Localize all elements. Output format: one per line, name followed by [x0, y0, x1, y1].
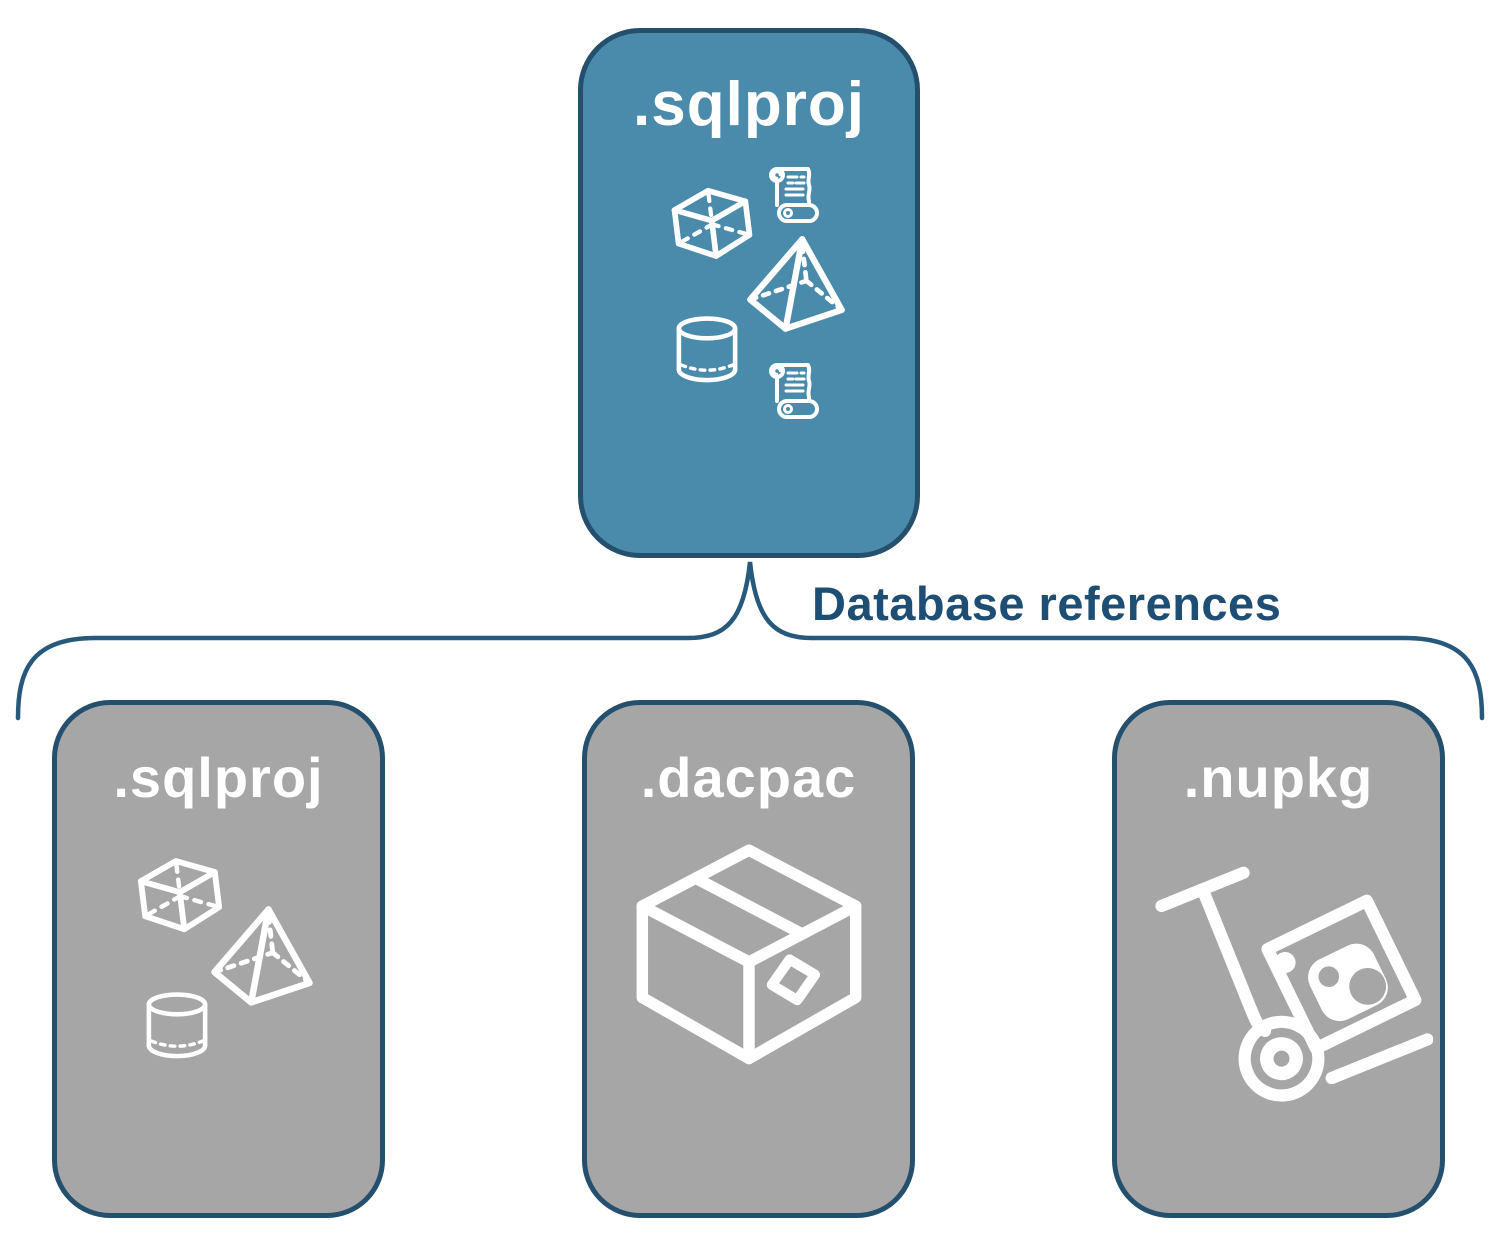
child-node-label: .dacpac: [640, 746, 857, 809]
pyramid-icon: [211, 906, 313, 1006]
child-dacpac-icon-cluster: [587, 705, 910, 1213]
database-cylinder-icon: [146, 992, 208, 1059]
script-scroll-icon: [769, 363, 819, 419]
node-root-sqlproj: .sqlproj: [578, 28, 920, 558]
root-node-label: .sqlproj: [633, 70, 865, 139]
pyramid-icon: [747, 236, 845, 332]
cube-icon: [671, 187, 753, 259]
child-node-label: .nupkg: [1183, 746, 1374, 809]
child-nupkg-icon-cluster: [1117, 705, 1440, 1213]
package-box-icon: [636, 844, 861, 1065]
node-child-dacpac: .dacpac: [582, 700, 915, 1218]
cube-icon: [137, 858, 223, 933]
database-cylinder-icon: [676, 316, 738, 383]
root-icon-cluster: [583, 33, 915, 553]
node-child-sqlproj: .sqlproj: [52, 700, 385, 1218]
child-sqlproj-icon-cluster: [57, 705, 380, 1213]
node-child-nupkg: .nupkg: [1112, 700, 1445, 1218]
connector-label: Database references: [812, 577, 1282, 630]
nuget-hand-truck-icon: [1155, 866, 1433, 1102]
child-node-label: .sqlproj: [113, 746, 324, 809]
script-scroll-icon: [769, 167, 819, 223]
